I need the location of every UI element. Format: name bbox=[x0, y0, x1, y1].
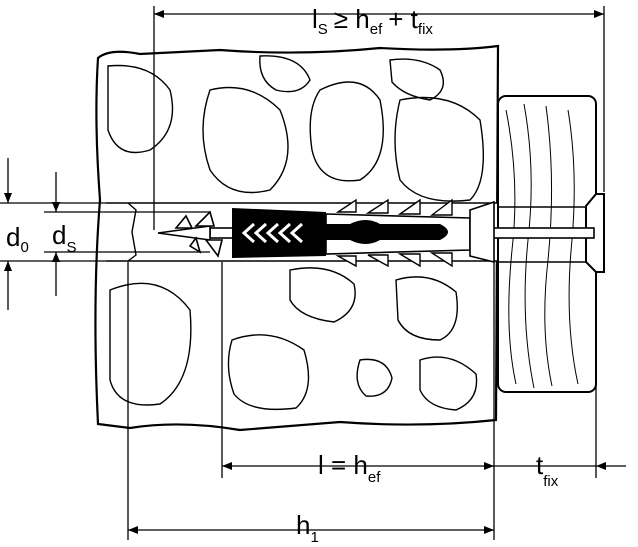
label-tfix: tfix bbox=[536, 450, 559, 490]
label-d0: d0 bbox=[6, 222, 29, 256]
cavity-shapes bbox=[107, 55, 484, 411]
screw-tip bbox=[157, 210, 224, 258]
fixture-board bbox=[497, 95, 597, 393]
label-l-hef: l = hef bbox=[318, 450, 381, 486]
label-ds: dS bbox=[52, 220, 76, 256]
label-h1: h1 bbox=[296, 510, 319, 546]
plug-body bbox=[232, 198, 495, 268]
label-ls: lS≥ hef+ tfix bbox=[312, 4, 433, 38]
dimension-lines bbox=[0, 6, 626, 540]
drill-hole-tip bbox=[127, 202, 137, 262]
